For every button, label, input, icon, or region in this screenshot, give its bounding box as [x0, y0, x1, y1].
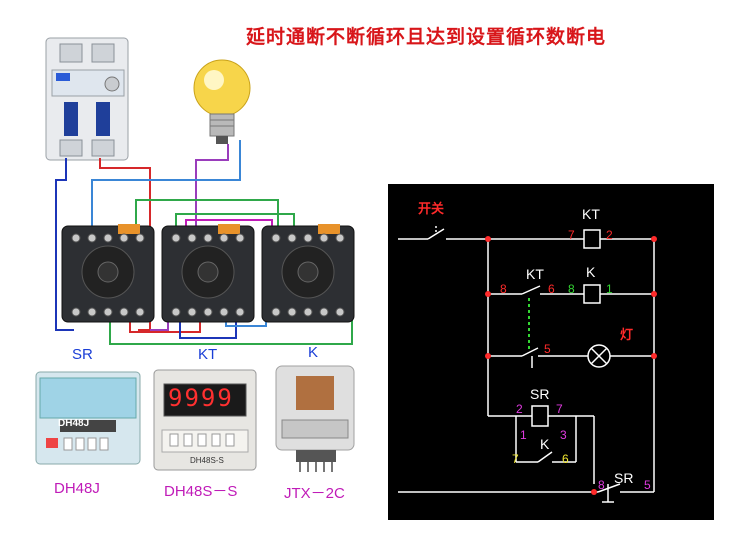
relay-base-icon	[261, 224, 355, 323]
kt-model-label: DH48S－S	[164, 483, 238, 500]
k-device-label: K	[308, 344, 319, 361]
sr-model-label: DH48J	[54, 480, 100, 497]
kt-coil-pin-right: 2	[606, 228, 613, 242]
counter-dh48j-icon	[35, 371, 141, 465]
dh48j-panel-text: DH48J	[58, 418, 90, 429]
k-contact-pin-7: 7	[512, 452, 519, 466]
k-coil-pin-right: 1	[606, 282, 613, 296]
dh48s-panel-text: DH48S-S	[190, 456, 224, 465]
sr-coil-pin-right: 7	[556, 402, 563, 416]
k-coil-pin-left: 8	[568, 282, 575, 296]
lamp-label: 灯	[620, 327, 634, 342]
k-contact-label: K	[540, 436, 550, 452]
sr-device-label: SR	[72, 346, 93, 363]
schematic-panel: 开关 KT 7 2 KT 8 6 K 8 1 灯 5 SR 2 7 K 1 3 …	[388, 184, 714, 520]
k-contact-pin-6: 6	[562, 452, 569, 466]
sr-contact-pin-right: 5	[644, 478, 651, 492]
k-coil-label: K	[586, 264, 596, 280]
relay-jtx-icon	[275, 365, 355, 472]
k-contact-pin-1: 1	[520, 428, 527, 442]
sr-coil-pin-left: 2	[516, 402, 523, 416]
sr-coil-label: SR	[530, 386, 550, 402]
sr-contact-pin-left: 8	[598, 478, 605, 492]
kt-contact-pin-left: 8	[500, 282, 507, 296]
k-contact-pin-3: 3	[560, 428, 567, 442]
wiring-illustration	[35, 37, 355, 472]
kt-coil-label: KT	[582, 206, 600, 222]
k-model-label: JTX－2C	[284, 485, 345, 502]
sr-contact-label: SR	[614, 470, 634, 486]
timer-dh48s-icon	[153, 369, 257, 471]
circuit-breaker-icon	[45, 37, 129, 161]
page-title: 延时通断不断循环且达到设置循环数断电	[246, 26, 607, 48]
kt-contact-label: KT	[526, 266, 544, 282]
kt-coil-pin-left: 7	[568, 228, 575, 242]
schematic-drawing	[398, 226, 657, 503]
light-bulb-icon	[193, 59, 251, 144]
kt-device-label: KT	[198, 346, 218, 363]
kt-contact-pin-right: 6	[548, 282, 555, 296]
relay-base-icon	[61, 224, 155, 323]
k-contact-pin-5: 5	[544, 342, 551, 356]
switch-label: 开关	[418, 201, 445, 216]
relay-base-icon	[161, 224, 255, 323]
timer-display: 9999	[168, 384, 234, 412]
